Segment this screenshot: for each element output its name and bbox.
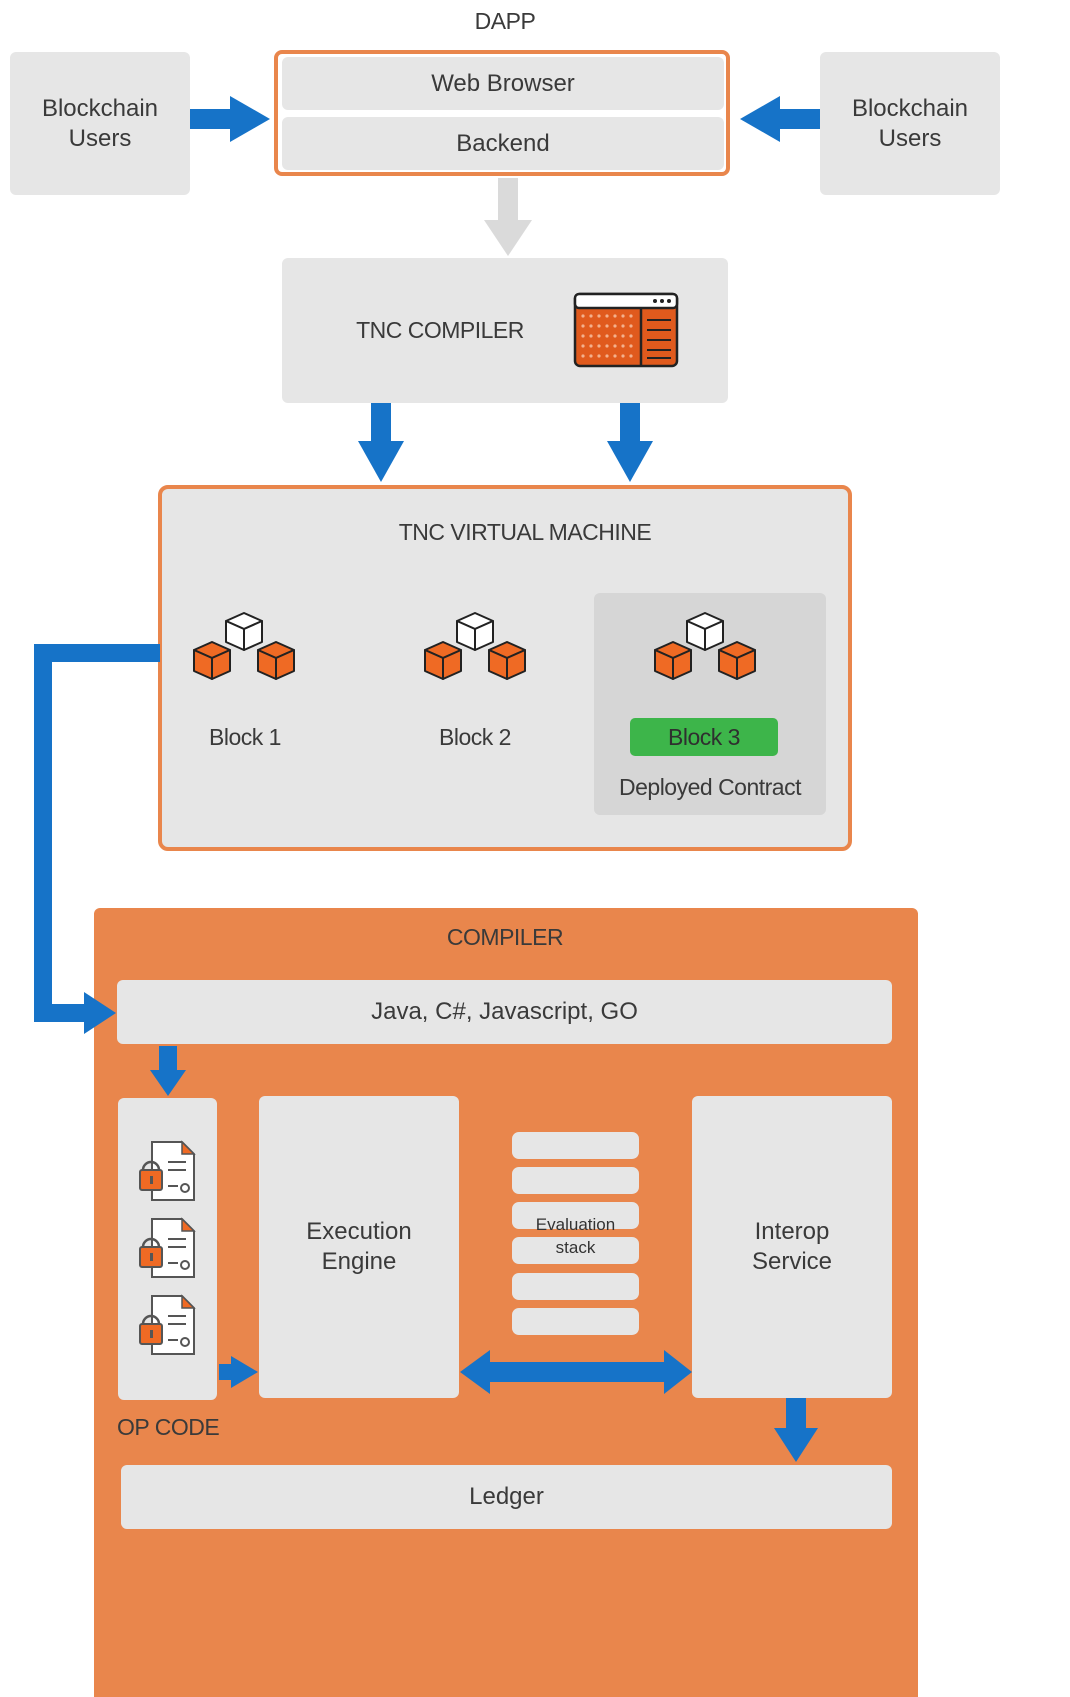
- stack-slot: [512, 1132, 639, 1159]
- interop-service-label: Interop Service: [751, 1218, 833, 1275]
- compiler-title: COMPILER: [446, 923, 564, 950]
- stack-slot: [512, 1167, 639, 1194]
- ledger-box: Ledger: [121, 1465, 892, 1529]
- stack-slot: [512, 1202, 639, 1229]
- dapp-title: DAPP: [474, 7, 536, 34]
- arrow-compiler-to-vm-left: [358, 403, 404, 482]
- stack-slot: [512, 1308, 639, 1335]
- block-3-badge: Block 3: [630, 718, 778, 756]
- evaluation-stack-label: Evaluation stack: [535, 1215, 616, 1257]
- languages-box: Java, C#, Javascript, GO: [117, 980, 892, 1044]
- arrow-dapp-to-tnc-compiler: [484, 178, 532, 256]
- deployed-contract-label: Deployed Contract: [619, 773, 802, 800]
- interop-service-box: Interop Service: [692, 1096, 892, 1398]
- web-browser-box: Web Browser: [282, 57, 724, 110]
- arrow-users-right-to-dapp: [740, 96, 820, 142]
- languages-label: Java, C#, Javascript, GO: [371, 998, 638, 1025]
- stack-slot: [512, 1273, 639, 1300]
- vm-title: TNC VIRTUAL MACHINE: [398, 518, 652, 545]
- stack-slot: [512, 1237, 639, 1264]
- backend-label: Backend: [456, 129, 550, 157]
- op-code-panel: [118, 1098, 217, 1400]
- block-1-label: Block 1: [209, 723, 281, 750]
- blockchain-users-right: Blockchain Users: [820, 52, 1000, 195]
- block-2-label: Block 2: [439, 723, 511, 750]
- execution-engine-label: Execution Engine: [306, 1218, 412, 1275]
- blockchain-users-left-label: Blockchain Users: [41, 94, 159, 152]
- blockchain-users-left: Blockchain Users: [10, 52, 190, 195]
- blockchain-users-right-label: Blockchain Users: [851, 94, 969, 152]
- backend-box: Backend: [282, 117, 724, 170]
- ledger-label: Ledger: [469, 1483, 544, 1510]
- web-browser-label: Web Browser: [431, 69, 575, 97]
- arrow-users-left-to-dapp: [190, 96, 270, 142]
- op-code-label: OP CODE: [117, 1414, 220, 1440]
- execution-engine-box: Execution Engine: [259, 1096, 459, 1398]
- arrow-compiler-to-vm-right: [607, 403, 653, 482]
- tnc-compiler-label: TNC COMPILER: [356, 316, 524, 343]
